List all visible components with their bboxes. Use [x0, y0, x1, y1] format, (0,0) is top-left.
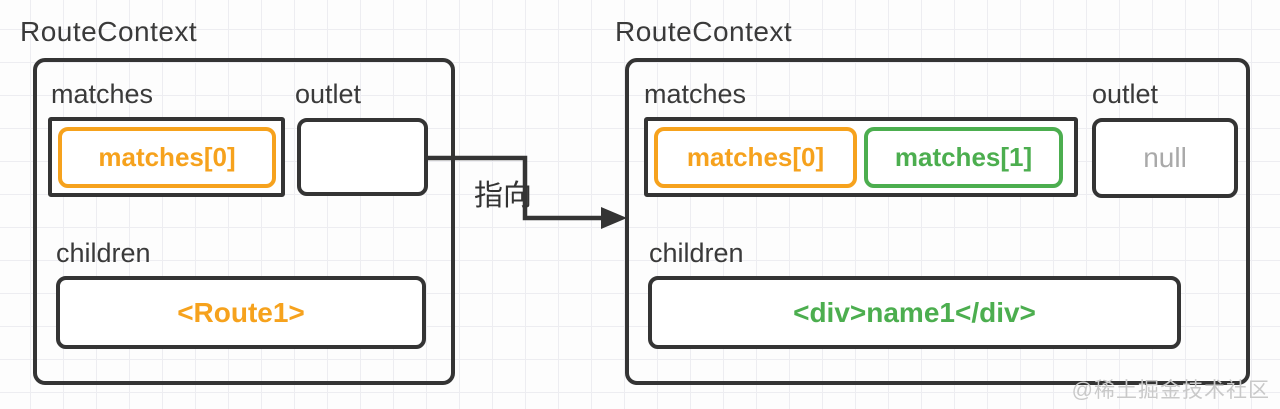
left-children-label: children [56, 238, 151, 268]
right-matches-item-0: matches[0] [654, 127, 857, 188]
right-outlet-label: outlet [1092, 79, 1159, 109]
left-context-title: RouteContext [20, 16, 198, 47]
right-context-box [625, 58, 1250, 385]
arrow-label: 指向 [473, 180, 532, 212]
right-children-box: <div>name1</div> [648, 276, 1181, 349]
right-matches-item-1: matches[1] [864, 127, 1063, 188]
left-outlet-label: outlet [295, 79, 362, 109]
left-outlet-box [297, 118, 428, 196]
left-matches-label: matches [51, 79, 154, 109]
right-context-title: RouteContext [615, 16, 793, 47]
right-children-label: children [649, 238, 744, 268]
pointer-arrow [428, 155, 627, 229]
left-matches-item-0: matches[0] [58, 127, 276, 188]
left-context-box [33, 58, 455, 385]
left-children-box: <Route1> [56, 276, 426, 349]
watermark: @稀土掘金技术社区 [1071, 379, 1270, 402]
right-matches-label: matches [644, 79, 747, 109]
right-outlet-box: null [1092, 118, 1238, 198]
